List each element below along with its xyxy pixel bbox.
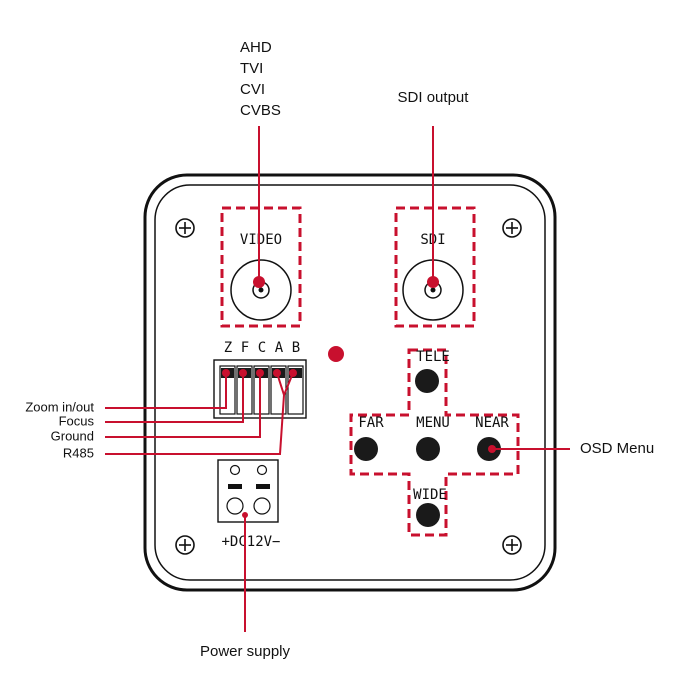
screw-icon bbox=[175, 535, 195, 555]
power-led-icon bbox=[328, 346, 344, 362]
video-port-label: VIDEO bbox=[240, 232, 282, 248]
menu-button[interactable] bbox=[416, 437, 440, 461]
camera-body-outer bbox=[143, 173, 557, 592]
camera-body-inner bbox=[154, 184, 546, 581]
menu-button-label: MENU bbox=[416, 415, 450, 431]
signal-ahd: AHD bbox=[240, 39, 272, 56]
r485-callout: R485 bbox=[63, 445, 94, 460]
osd-menu-callout: OSD Menu bbox=[580, 440, 654, 457]
pin-label-z: Z bbox=[224, 340, 232, 356]
pin-label-b: B bbox=[292, 340, 300, 356]
pin-label-f: F bbox=[241, 340, 249, 356]
screw-icon bbox=[175, 218, 195, 238]
tele-button[interactable] bbox=[415, 369, 439, 393]
power-connector bbox=[217, 459, 279, 523]
zoom-leader-line bbox=[105, 373, 227, 409]
osd-buttons-highlight bbox=[349, 348, 520, 537]
screw-icon bbox=[502, 218, 522, 238]
power-input-label: +DC12V− bbox=[221, 534, 280, 550]
video-signal-list: AHD TVI CVI CVBS bbox=[240, 39, 281, 119]
signal-cvbs: CVBS bbox=[240, 102, 281, 119]
screw-icon bbox=[502, 535, 522, 555]
r485-leader-line-b bbox=[283, 372, 294, 396]
video-leader-dot bbox=[253, 276, 265, 288]
ground-callout: Ground bbox=[51, 428, 94, 443]
r485-leader-line bbox=[105, 372, 286, 455]
wide-button-label: WIDE bbox=[413, 487, 447, 503]
terminal-pin-labels: Z F C A B bbox=[224, 340, 300, 356]
sdi-leader-dot bbox=[427, 276, 439, 288]
tele-button-label: TELE bbox=[416, 349, 450, 365]
signal-cvi: CVI bbox=[240, 81, 265, 98]
focus-leader-line bbox=[105, 373, 244, 423]
zoom-callout: Zoom in/out bbox=[25, 399, 94, 414]
near-button-label: NEAR bbox=[475, 415, 509, 431]
pin-label-a: A bbox=[275, 340, 284, 356]
pin-label-c: C bbox=[258, 340, 266, 356]
power-supply-callout: Power supply bbox=[200, 643, 291, 660]
far-button[interactable] bbox=[354, 437, 378, 461]
signal-tvi: TVI bbox=[240, 60, 263, 77]
far-button-label: FAR bbox=[358, 415, 384, 431]
sdi-output-callout: SDI output bbox=[398, 89, 470, 106]
focus-callout: Focus bbox=[59, 413, 95, 428]
video-port-highlight bbox=[220, 206, 302, 328]
sdi-port-highlight bbox=[394, 206, 476, 328]
ground-leader-line bbox=[105, 373, 261, 438]
bnc-connector-icon bbox=[230, 259, 292, 321]
wide-button[interactable] bbox=[416, 503, 440, 527]
